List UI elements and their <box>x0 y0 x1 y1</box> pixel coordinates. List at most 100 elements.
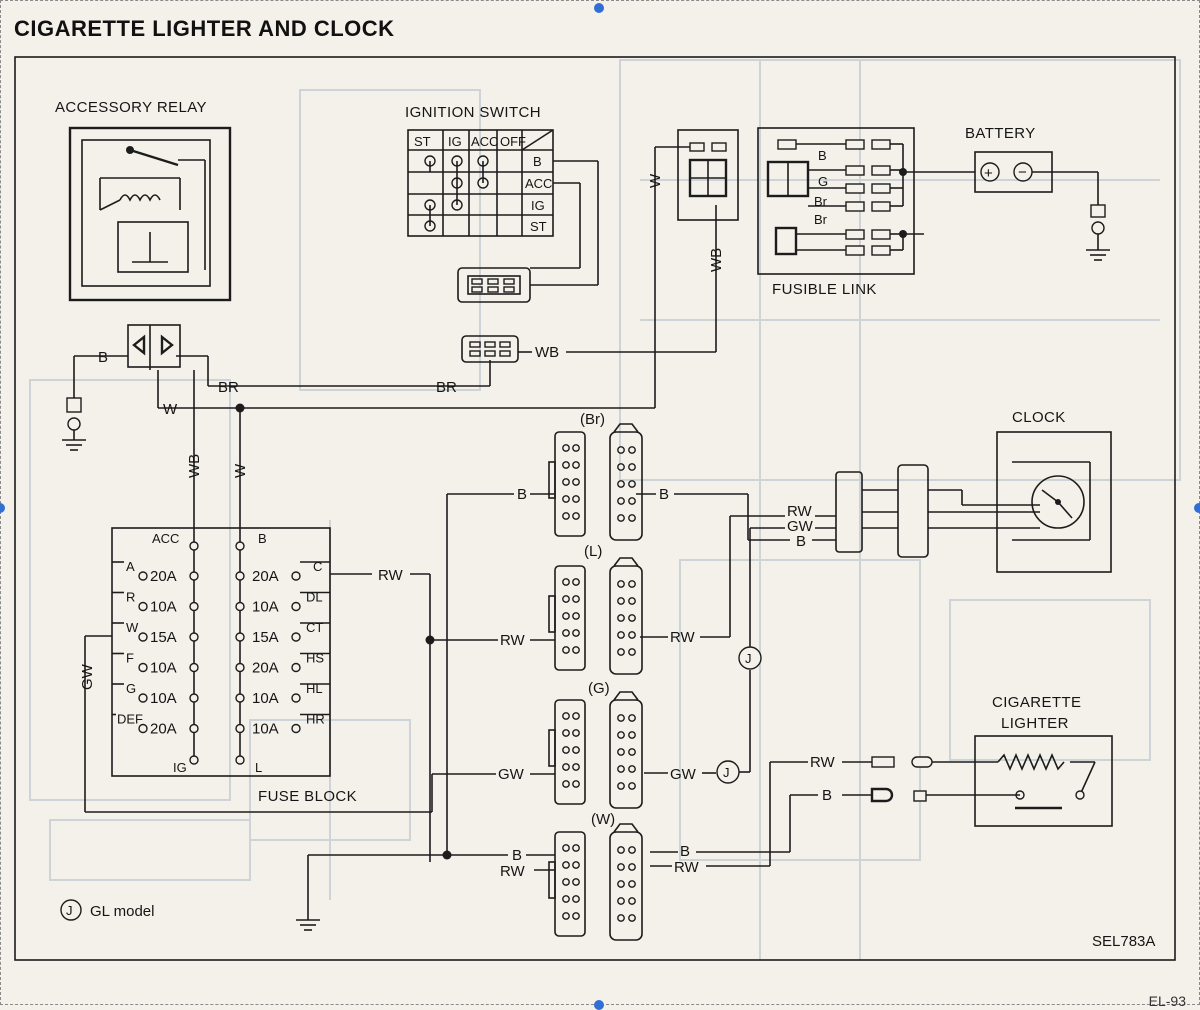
connector-label-w: (W) <box>591 811 615 828</box>
diagram-border <box>14 56 1176 961</box>
resize-handle-left[interactable] <box>0 503 5 513</box>
figure-id: SEL783A <box>1092 933 1155 950</box>
accessory-relay: ACCESSORY RELAY <box>55 99 232 302</box>
fuse-block: FUSE BLOCK ACC B A20AR10AW15AF10AG10ADEF… <box>79 527 452 862</box>
battery: BATTERY + − <box>965 125 1110 261</box>
legend-text: GL model <box>90 903 154 920</box>
fuse-rating-label: 10A <box>252 690 279 707</box>
wb-junction-box: W WB <box>647 129 739 408</box>
fuse-rating-label: 15A <box>252 629 279 646</box>
fuse-rating-label: 20A <box>150 568 177 585</box>
cigarette-lighter: CIGARETTE LIGHTER RW B <box>810 694 1113 827</box>
clock-connector: RW GW B <box>787 464 1040 558</box>
harness-connectors: (Br) (L) (G) (W) B B RW RW GW GW J <box>430 411 818 941</box>
resize-handle-top[interactable] <box>594 3 604 13</box>
connector-label-l: (L) <box>584 543 602 560</box>
battery-plus: + <box>984 165 993 182</box>
wire-label-rw-clock: RW <box>787 503 813 520</box>
fuse-rating-label: 10A <box>150 660 177 677</box>
wire-label-rw-l-left: RW <box>500 632 526 649</box>
wire-label-br-right: BR <box>436 379 457 396</box>
ign-row-acc: ACC <box>525 176 552 191</box>
wire-label-b-br-left: B <box>517 486 527 503</box>
ign-col-st: ST <box>414 134 431 149</box>
fusible-link-label: FUSIBLE LINK <box>772 281 877 298</box>
cigarette-lighter-label-2: LIGHTER <box>1001 715 1069 732</box>
wire-label-b-lighter: B <box>822 787 832 804</box>
battery-label: BATTERY <box>965 125 1036 142</box>
connector-pair-br <box>548 423 643 541</box>
fusible-label-b: B <box>818 148 827 163</box>
clock: CLOCK <box>996 409 1112 573</box>
ign-row-ig: IG <box>531 198 545 213</box>
ign-row-b: B <box>533 154 542 169</box>
wire-label-rw-w-left: RW <box>500 863 526 880</box>
fuse-top-right: B <box>258 531 267 546</box>
fuse-circuit-label: G <box>126 681 136 696</box>
fusible-label-g: G <box>818 174 828 189</box>
fuse-circuit-label: DEF <box>117 712 143 727</box>
fusible-link: FUSIBLE LINK B G B <box>757 127 975 298</box>
svg-text:J: J <box>745 651 752 666</box>
legend-symbol: J <box>66 903 73 918</box>
fuse-bottom-left: IG <box>173 760 187 775</box>
connector-label-br: (Br) <box>580 411 605 428</box>
fuse-rating-label: 20A <box>252 660 279 677</box>
ign-col-off: OFF <box>500 134 526 149</box>
wire-label-gw-fuse: GW <box>79 663 96 690</box>
page-number: EL-93 <box>1148 993 1186 1009</box>
ign-col-acc: ACC <box>471 134 498 149</box>
connector-pair-l <box>548 557 643 675</box>
connector-label-g: (G) <box>588 680 610 697</box>
wire-label-wb-connector: WB <box>535 344 559 361</box>
clock-label: CLOCK <box>1012 409 1066 426</box>
cigarette-lighter-label-1: CIGARETTE <box>992 694 1081 711</box>
fuse-ground <box>296 854 447 931</box>
fuse-rating-label: 10A <box>150 599 177 616</box>
wire-label-b-br-right: B <box>659 486 669 503</box>
fuse-block-label: FUSE BLOCK <box>258 788 357 805</box>
wire-label-rw-fuse: RW <box>378 567 404 584</box>
battery-minus: − <box>1018 164 1027 181</box>
ign-col-ig: IG <box>448 134 462 149</box>
fusible-label-br1: Br <box>814 194 828 209</box>
wire-label-gw-g-right: GW <box>670 766 697 783</box>
fuse-left-f: F 10A <box>112 651 199 677</box>
fuse-bottom-right: L <box>255 760 262 775</box>
fuse-circuit-label: F <box>126 651 134 666</box>
wire-label-wb-junction: WB <box>708 248 725 272</box>
fuse-top-left: ACC <box>152 531 179 546</box>
wire-label-gw-g-left: GW <box>498 766 525 783</box>
fuse-circuit-label: A <box>126 559 135 574</box>
fuse-rating-label: 15A <box>150 629 177 646</box>
fuse-left-def: DEF 20A <box>112 712 199 738</box>
connector-pair-g <box>548 691 643 809</box>
relay-connector: B <box>62 324 181 451</box>
legend: J GL model <box>60 899 154 921</box>
wire-label-b-relay-ground: B <box>98 349 108 366</box>
wb-connector: WB <box>461 205 717 363</box>
wire-label-w-relay: W <box>163 401 178 418</box>
fuse-rating-label: 20A <box>150 721 177 738</box>
wire-label-rw-lighter: RW <box>810 754 836 771</box>
wire-label-br-left: BR <box>218 379 239 396</box>
relay-wires: BR BR W WB W <box>157 355 655 528</box>
resize-handle-right[interactable] <box>1194 503 1200 513</box>
ignition-switch-label: IGNITION SWITCH <box>405 104 541 121</box>
fuse-circuit-label: C <box>313 559 322 574</box>
diagram-title: CIGARETTE LIGHTER AND CLOCK <box>14 16 395 41</box>
fuse-rating-label: 10A <box>252 721 279 738</box>
svg-text:J: J <box>723 765 730 780</box>
